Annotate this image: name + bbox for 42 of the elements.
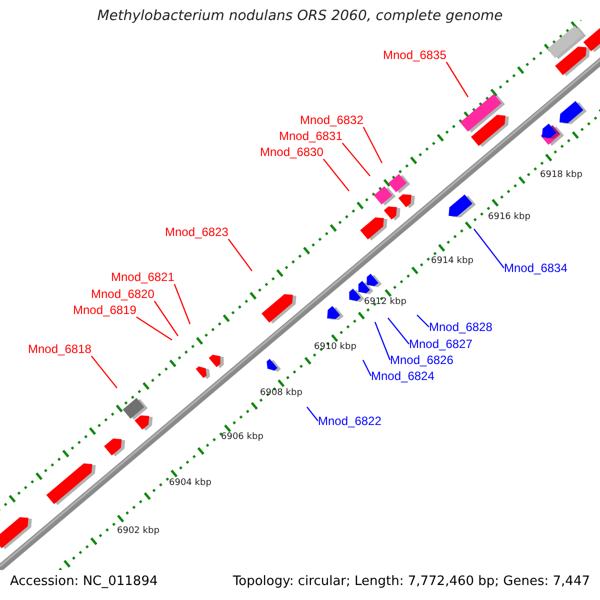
leader-line <box>154 300 178 336</box>
leader-line <box>362 126 383 164</box>
leader-line <box>362 360 372 376</box>
scale-label: 6910 kbp <box>314 342 356 353</box>
scale-label: 6902 kbp <box>117 526 160 537</box>
leader-line <box>228 238 252 272</box>
leader-line <box>90 356 118 388</box>
gene-label: Mnod_6826 <box>390 353 454 367</box>
gene-label: Mnod_6824 <box>371 369 434 383</box>
leader-line <box>136 316 172 340</box>
scale-label: 6916 kbp <box>488 212 530 223</box>
leader-line <box>342 142 370 176</box>
gene-label: Mnod_6820 <box>91 287 154 301</box>
gene-label: Mnod_6830 <box>260 145 324 159</box>
gene-label: Mnod_6828 <box>429 320 492 334</box>
leader-line <box>416 314 430 328</box>
title: Methylobacterium nodulans ORS 2060, complete genome <box>96 8 504 24</box>
leader-line <box>374 322 391 360</box>
scale-label: 6914 kbp <box>431 256 474 267</box>
accession-text: Accession: NC_011894 <box>10 574 158 589</box>
gene-label: Mnod_6831 <box>279 129 342 143</box>
leader-line <box>306 406 318 422</box>
leader-line <box>388 318 410 344</box>
scale-label: 6918 kbp <box>540 170 582 181</box>
leader-line <box>474 228 504 268</box>
gene-label: Mnod_6832 <box>300 113 364 127</box>
gene-label: Mnod_6822 <box>318 414 382 428</box>
gene-label: Mnod_6834 <box>504 261 568 275</box>
gene-label: Mnod_6818 <box>28 342 92 356</box>
gene-label: Mnod_6835 <box>383 48 446 62</box>
leader-line <box>446 62 469 98</box>
scale-label: 6912 kbp <box>364 297 406 308</box>
scale-label: 6908 kbp <box>260 388 302 399</box>
scale-label: 6904 kbp <box>169 478 212 489</box>
gene-label: Mnod_6821 <box>111 270 174 284</box>
gene-label: Mnod_6823 <box>165 225 228 239</box>
genome-stats-text: Topology: circular; Length: 7,772,460 bp; Genes: 7,447 <box>232 574 590 589</box>
gene-label: Mnod_6819 <box>73 303 136 317</box>
leader-line <box>322 158 350 192</box>
leader-line <box>174 284 191 324</box>
gene-label: Mnod_6827 <box>409 337 472 351</box>
scale-label: 6906 kbp <box>221 432 264 443</box>
